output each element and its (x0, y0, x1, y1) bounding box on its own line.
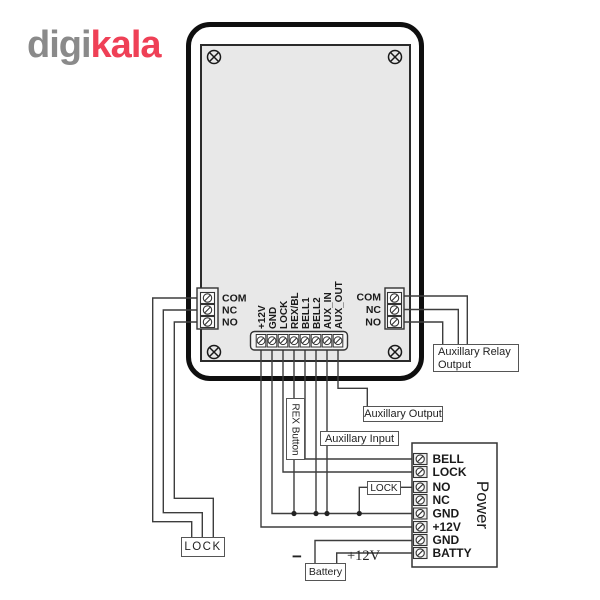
power-label-gnd: GND (433, 507, 460, 521)
battery-box: Battery (305, 563, 346, 581)
power-label-bell: BELL (433, 452, 464, 466)
wire-battery-pos (336, 552, 412, 564)
wire-lock (282, 348, 412, 473)
wire-lockbox-left (358, 486, 368, 514)
power-label-no: NO (433, 480, 451, 494)
battery-plus-12v-label: +12V (347, 548, 381, 564)
power-supply-box: BELL LOCK NO NC GND +12V GND BATTY Power (411, 442, 498, 568)
right-label-no: NO (365, 317, 381, 329)
right-terminal-block: COM NC NO (357, 287, 405, 330)
wire-com-right (404, 295, 468, 345)
power-label-nc: NC (433, 493, 451, 507)
aux-relay-output-box: Auxillary Relay Output (433, 344, 519, 372)
aux-relay-output-line2: Output (438, 358, 472, 371)
wire-gnd (271, 348, 412, 515)
left-label-nc: NC (222, 305, 238, 317)
power-label-batty: BATTY (433, 546, 472, 560)
left-terminal-block: COM NC NO (196, 287, 247, 330)
bottom-terminal-strip: +12V GND LOCK REX/BL BELL1 BELL2 AUX_IN … (249, 281, 349, 351)
junction-dots (291, 510, 362, 517)
corner-screw-icon (206, 49, 403, 360)
right-label-nc: NC (366, 304, 382, 316)
strip-label-rexbl: REX/BL (290, 292, 301, 329)
power-title: Power (473, 481, 492, 530)
power-label-12v: +12V (433, 520, 461, 534)
strip-label-auxin: AUX_IN (323, 292, 334, 329)
logo-kala: kala (90, 24, 162, 66)
left-label-no: NO (222, 317, 238, 329)
lock-inline-box: LOCK (367, 481, 401, 495)
wire-bell1 (304, 348, 412, 460)
right-label-com: COM (357, 292, 382, 304)
wire-no-right (404, 321, 444, 345)
rex-button-box: REX Button (286, 398, 305, 460)
strip-label-lock: LOCK (279, 300, 290, 329)
logo-digi: digi (27, 24, 92, 66)
wire-auxout (337, 348, 368, 407)
strip-label-12v: +12V (257, 305, 268, 329)
left-label-com: COM (222, 293, 247, 305)
battery-minus-sign: − (292, 547, 302, 566)
strip-label-auxout: AUX_OUT (334, 281, 345, 329)
power-label-lock: LOCK (433, 465, 467, 479)
digikala-logo: digikala (27, 24, 162, 67)
wire-no-left (173, 321, 214, 538)
wire-com-left (152, 297, 197, 538)
controller-panel (200, 44, 411, 362)
strip-label-gnd: GND (268, 307, 279, 329)
aux-input-box: Auxillary Input (320, 431, 399, 446)
wires (152, 295, 468, 564)
aux-relay-output-line1: Auxillary Relay (438, 346, 511, 358)
wire-nc-right (404, 308, 459, 345)
lock-device-box: LOCK (181, 537, 225, 557)
wire-battery-neg (314, 539, 412, 564)
wire-nc-left (162, 309, 203, 538)
strip-label-bell1: BELL1 (301, 297, 312, 329)
wire-12v (260, 348, 412, 528)
strip-label-bell2: BELL2 (312, 297, 323, 329)
rex-button-label: REX Button (290, 402, 302, 456)
power-label-gnd2: GND (433, 533, 460, 547)
aux-output-box: Auxillary Output (363, 406, 443, 422)
